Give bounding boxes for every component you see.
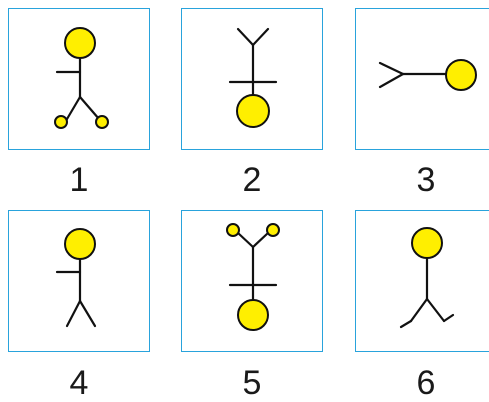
panel-label-2: 2 [242, 161, 262, 199]
panel-label-1: 1 [69, 161, 89, 199]
panel-label-5: 5 [242, 364, 262, 402]
figure-panel-6 [355, 210, 489, 352]
panel-label-4: 4 [69, 364, 89, 402]
stick-figure-head-up-feet-balls-icon [54, 27, 109, 129]
figure-panel-1 [8, 8, 150, 150]
figure-panel-3 [355, 8, 489, 150]
stick-figure-inverted-hand-balls-icon [226, 223, 280, 331]
panel-label-6: 6 [416, 364, 436, 402]
figure-panel-4 [8, 210, 150, 352]
figure-panel-2 [181, 8, 323, 150]
figure-panel-5 [181, 210, 323, 352]
stick-figure-inverted-icon [228, 27, 278, 128]
panel-label-3: 3 [416, 161, 436, 199]
stick-figure-head-up-icon [55, 228, 97, 328]
stick-figure-horizontal-icon [378, 59, 477, 91]
stick-figure-head-up-no-arm-icon [399, 227, 455, 329]
